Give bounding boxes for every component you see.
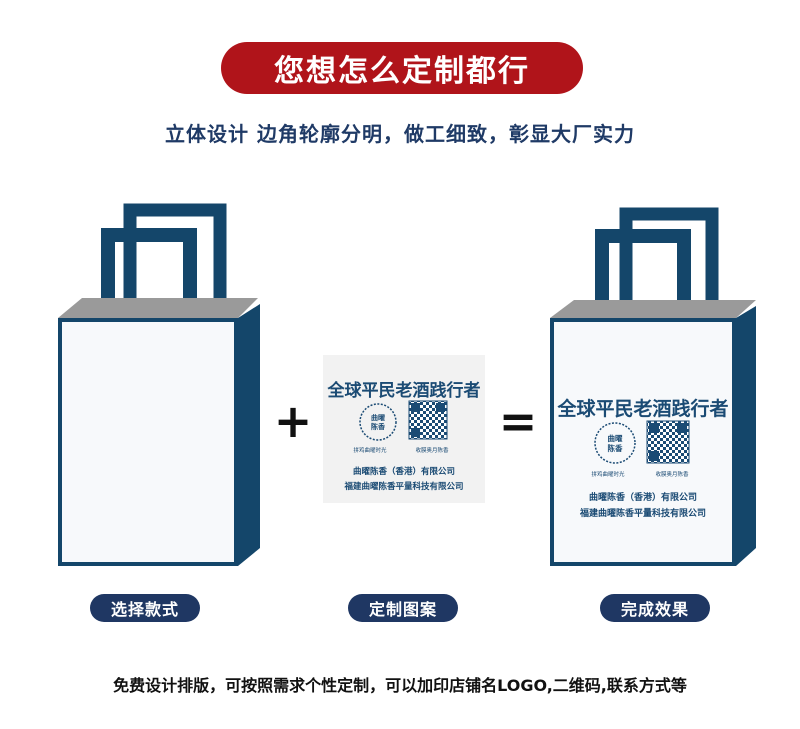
title-banner: 您想怎么定制都行: [221, 42, 583, 94]
bag-print-caption-left: 拼鸡曲曜时光: [591, 470, 625, 478]
design-seal-line1: 曲曜: [371, 413, 385, 422]
footer-note: 免费设计排版，可按照需求个性定制，可以加印店铺名LOGO,二维码,联系方式等: [113, 676, 687, 695]
finished-bag: 全球平民老酒践行者 曲曜 陈香 拼鸡曲曜时光 收膜奥月陈香 曲曜陈香（香港）有限…: [550, 207, 756, 566]
qr-finder-3: [411, 428, 420, 437]
bag-print-seal: [594, 422, 636, 464]
bag-print-caption-right: 收膜奥月陈香: [655, 470, 689, 478]
design-slogan: 全球平民老酒践行者: [327, 380, 481, 401]
bag-handle-front: [595, 229, 691, 320]
bag-print-company2: 福建曲曜陈香平量科技有限公司: [579, 507, 706, 519]
bag-print-company1: 曲曜陈香（香港）有限公司: [589, 491, 697, 503]
bag-print-seal-line1: 曲曜: [608, 433, 623, 443]
bag-print-slogan: 全球平民老酒践行者: [556, 397, 728, 420]
bag-handle-back: [123, 203, 227, 305]
design-card: [323, 355, 485, 503]
page-subtitle: 立体设计 边角轮廓分明，做工细致，彰显大厂实力: [165, 122, 635, 146]
bag-handle-back: [619, 207, 719, 305]
bag-top-gusset: [58, 298, 258, 318]
qr-finder-3: [649, 451, 659, 461]
step-choose-style: 选择款式: [90, 594, 200, 622]
bag-handle-front: [101, 228, 197, 320]
step-final-effect-label: 完成效果: [620, 600, 689, 619]
bag-front-panel: [554, 322, 732, 562]
plus-sign: +: [274, 394, 313, 448]
qr-finder-2: [436, 403, 445, 412]
design-seal-line2: 陈香: [371, 422, 386, 431]
design-caption-left: 拼鸡曲曜时光: [353, 446, 387, 454]
bag-side-gusset: [736, 306, 756, 566]
qr-finder-1: [411, 403, 420, 412]
bag-side-gusset: [238, 304, 260, 566]
bag-print-seal-line2: 陈香: [608, 443, 623, 453]
design-company2: 福建曲曜陈香平量科技有限公司: [343, 481, 463, 492]
bag-top-gusset: [550, 300, 756, 318]
design-company1: 曲曜陈香（香港）有限公司: [353, 466, 455, 477]
design-print: 全球平民老酒践行者 曲曜 陈香 拼鸡曲曜时光 收膜奥月陈香 曲曜陈香（香港）有限…: [323, 355, 485, 503]
step-custom-pattern: 定制图案: [348, 594, 458, 622]
bag-front-panel: [62, 322, 234, 562]
qr-finder-2: [677, 423, 687, 433]
blank-bag: [58, 203, 260, 566]
step-custom-pattern-label: 定制图案: [368, 600, 437, 619]
qr-finder-1: [649, 423, 659, 433]
step-final-effect: 完成效果: [600, 594, 710, 622]
design-caption-right: 收膜奥月陈香: [415, 446, 449, 454]
equals-sign: =: [499, 394, 538, 448]
design-seal: [359, 403, 397, 441]
page-title: 您想怎么定制都行: [274, 54, 530, 89]
step-choose-style-label: 选择款式: [110, 600, 179, 619]
